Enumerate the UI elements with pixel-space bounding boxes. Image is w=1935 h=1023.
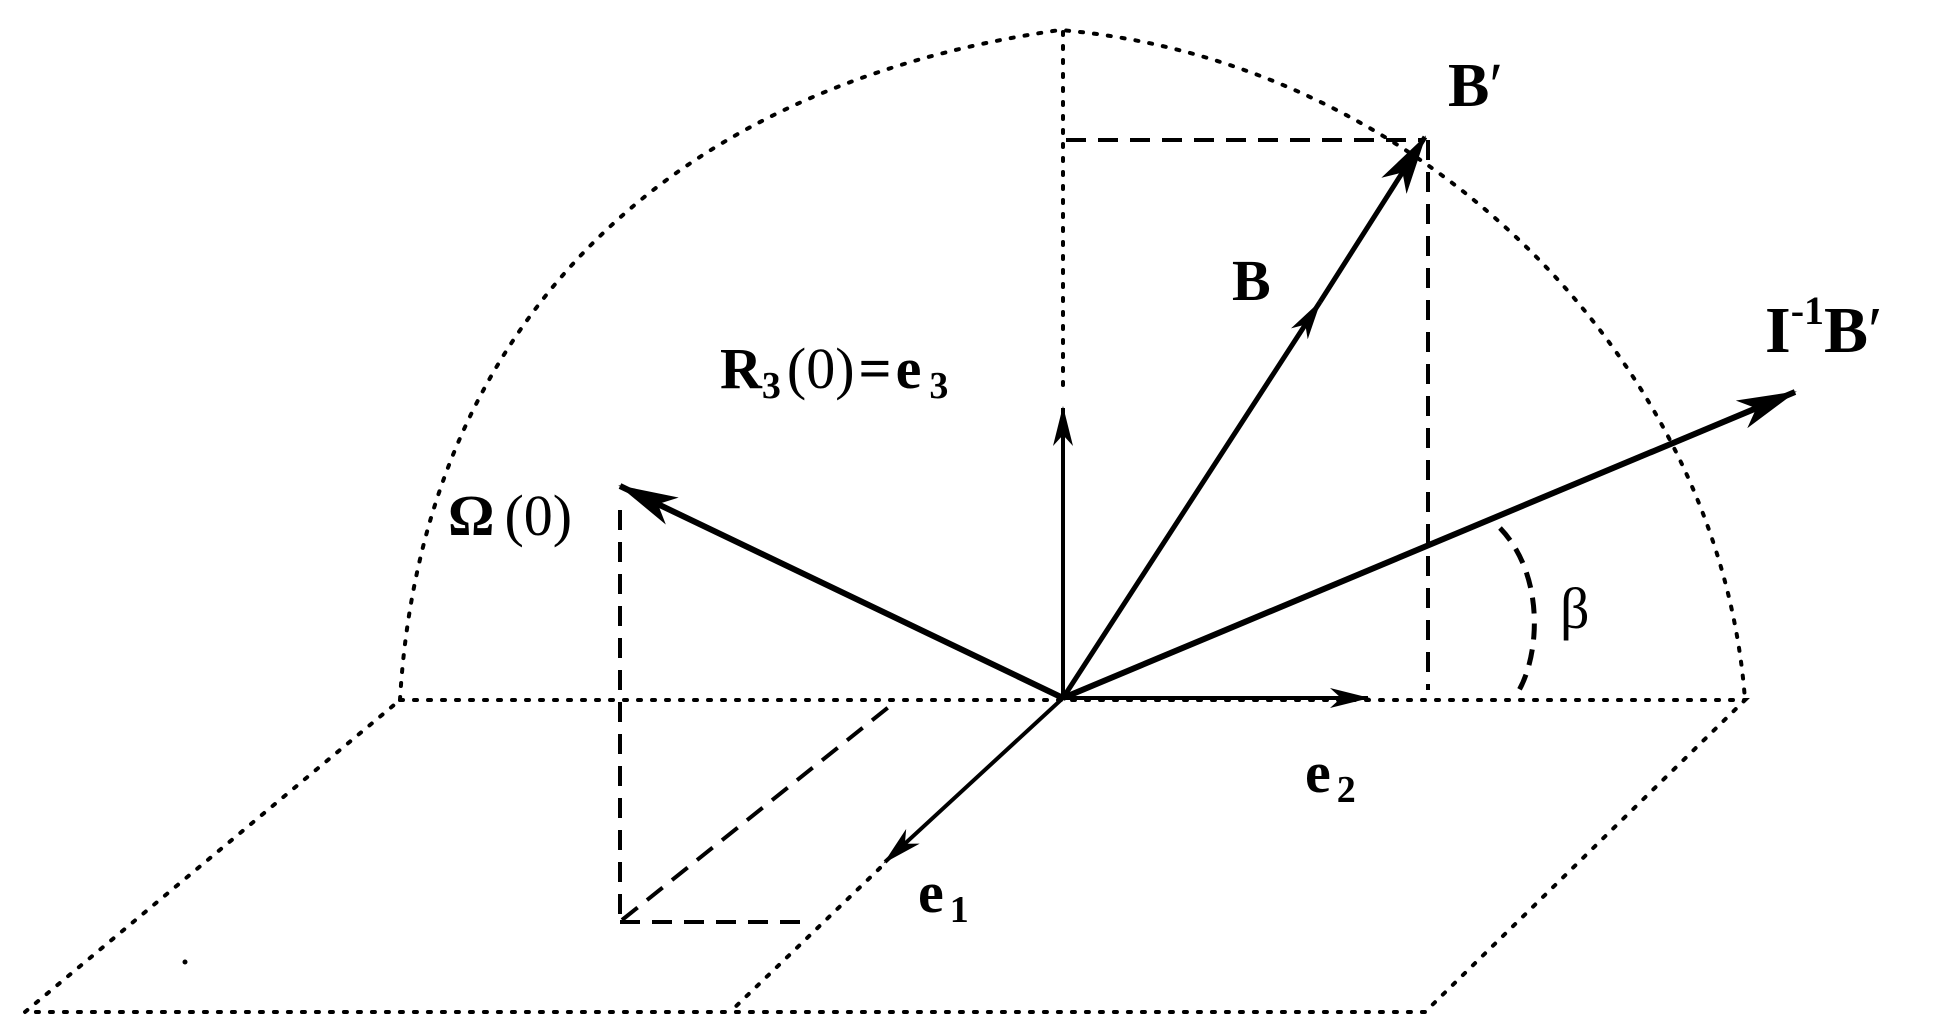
b-prime-vector <box>1317 135 1428 304</box>
b-vector <box>1060 300 1323 700</box>
beta-angle-arc <box>1498 526 1537 694</box>
beta-label: β <box>1560 576 1590 641</box>
i-inv-b-prime-vector <box>1061 389 1797 701</box>
b-prime-label: B′ <box>1448 52 1503 120</box>
horizontal-plane <box>19 698 1750 1014</box>
plane-dot <box>182 959 188 965</box>
e1-vector <box>883 696 1065 864</box>
omega-dashed-diagonal <box>620 700 897 922</box>
hemisphere-arc <box>398 27 1747 702</box>
omega-label: Ω(0) <box>448 483 572 548</box>
omega-vector <box>618 483 1065 701</box>
i-inv-b-prime-label: I-1B′ <box>1765 288 1882 367</box>
e1-dotted-extension <box>728 866 882 1014</box>
b-label: B <box>1232 248 1271 313</box>
